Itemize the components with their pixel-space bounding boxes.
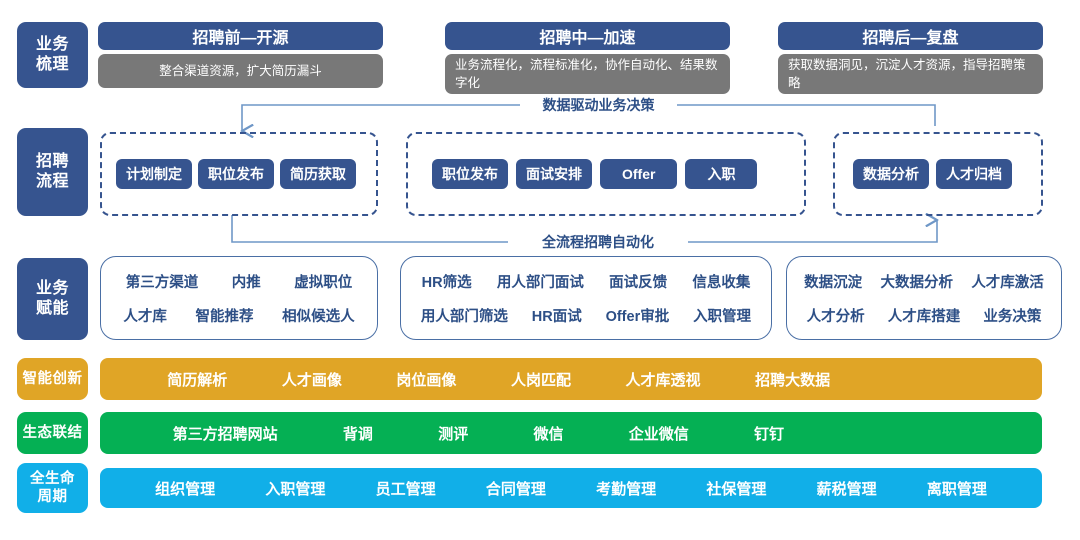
row-label-line2: 流程 <box>35 173 69 190</box>
capability-item[interactable]: 用人部门筛选 <box>420 308 508 325</box>
bar-item[interactable]: 招聘大数据 <box>755 371 831 389</box>
stage-subtitle-post: 获取数据洞见，沉淀人才资源，指导招聘策略 <box>778 54 1043 94</box>
bar-item[interactable]: 测评 <box>438 425 469 443</box>
bar-item[interactable]: 离职管理 <box>926 480 987 498</box>
bar-item[interactable]: 企业微信 <box>628 425 689 443</box>
process-chip[interactable]: 面试安排 <box>516 159 592 189</box>
row-label-line1: 智能创新 <box>22 370 83 387</box>
bar-item[interactable]: 员工管理 <box>375 480 436 498</box>
bar-item[interactable]: 微信 <box>533 425 564 443</box>
row-label-business-review: 业务 梳理 <box>17 22 88 88</box>
bar-item[interactable]: 人才库透视 <box>625 371 701 389</box>
capability-row: 数据沉淀 大数据分析 人才库激活 <box>795 264 1053 298</box>
process-chip[interactable]: Offer <box>600 159 678 189</box>
bar-item[interactable]: 简历解析 <box>167 371 228 389</box>
capability-item[interactable]: 面试反馈 <box>609 274 668 291</box>
process-chip[interactable]: 简历获取 <box>280 159 356 189</box>
capability-item[interactable]: 业务决策 <box>983 308 1042 325</box>
capability-item[interactable]: 入职管理 <box>693 308 752 325</box>
bar-item[interactable]: 钉钉 <box>754 425 785 443</box>
process-group-pre: 计划制定 职位发布 简历获取 <box>100 132 378 216</box>
stage-card-during: 招聘中—加速 业务流程化，流程标准化，协作自动化、结果数字化 <box>445 22 730 94</box>
capability-item[interactable]: 人才库 <box>123 308 167 325</box>
row-label-line2: 周期 <box>37 489 68 505</box>
process-group-during: 职位发布 面试安排 Offer 入职 <box>406 132 806 216</box>
row-label-line1: 业务 <box>35 280 69 297</box>
capability-item[interactable]: 数据沉淀 <box>804 274 863 291</box>
process-chip[interactable]: 入职 <box>685 159 758 189</box>
row-label-full-lifecycle: 全生命 周期 <box>17 463 88 513</box>
capability-item[interactable]: 相似候选人 <box>282 308 355 325</box>
capability-item[interactable]: 人才库激活 <box>971 274 1044 291</box>
connector-label-top: 数据驱动业务决策 <box>520 96 677 114</box>
capability-item[interactable]: 虚拟职位 <box>294 274 353 291</box>
bar-smart-innovation: 简历解析 人才画像 岗位画像 人岗匹配 人才库透视 招聘大数据 <box>100 358 1042 400</box>
bar-item[interactable]: 人岗匹配 <box>510 371 571 389</box>
bar-item[interactable]: 入职管理 <box>265 480 326 498</box>
capability-box-pre: 第三方渠道 内推 虚拟职位 人才库 智能推荐 相似候选人 <box>100 256 378 340</box>
bar-item[interactable]: 岗位画像 <box>396 371 457 389</box>
row-label-line1: 全生命 <box>30 470 75 487</box>
bar-full-lifecycle: 组织管理 入职管理 员工管理 合同管理 考勤管理 社保管理 薪税管理 离职管理 <box>100 468 1042 508</box>
process-group-post: 数据分析 人才归档 <box>833 132 1043 216</box>
process-chip[interactable]: 数据分析 <box>853 159 929 189</box>
row-label-smart-innovation: 智能创新 <box>17 358 88 400</box>
bar-item[interactable]: 背调 <box>342 425 373 443</box>
capability-item[interactable]: 大数据分析 <box>880 274 953 291</box>
capability-box-during: HR筛选 用人部门面试 面试反馈 信息收集 用人部门筛选 HR面试 Offer审… <box>400 256 772 340</box>
bar-item[interactable]: 合同管理 <box>485 480 546 498</box>
capability-item[interactable]: 人才库搭建 <box>887 308 961 325</box>
capability-row: 用人部门筛选 HR面试 Offer审批 入职管理 <box>409 298 763 332</box>
stage-card-pre: 招聘前—开源 整合渠道资源，扩大简历漏斗 <box>98 22 383 88</box>
capability-row: 人才分析 人才库搭建 业务决策 <box>795 298 1053 332</box>
bar-item[interactable]: 社保管理 <box>706 480 767 498</box>
capability-item[interactable]: 智能推荐 <box>195 308 254 325</box>
row-label-line2: 梳理 <box>35 56 69 73</box>
bar-item[interactable]: 组织管理 <box>155 480 216 498</box>
row-label-eco-connect: 生态联结 <box>17 412 88 454</box>
capability-row: 第三方渠道 内推 虚拟职位 <box>109 264 369 298</box>
row-label-line2: 赋能 <box>35 300 69 317</box>
process-chip[interactable]: 职位发布 <box>198 159 274 189</box>
connector-label-bottom: 全流程招聘自动化 <box>508 233 688 251</box>
bar-item[interactable]: 薪税管理 <box>816 480 877 498</box>
process-chip[interactable]: 人才归档 <box>936 159 1012 189</box>
capability-item[interactable]: 用人部门面试 <box>496 274 584 291</box>
capability-item[interactable]: Offer审批 <box>605 308 670 325</box>
capability-item[interactable]: 信息收集 <box>692 274 751 291</box>
capability-item[interactable]: 人才分析 <box>806 308 865 325</box>
row-label-recruit-process: 招聘 流程 <box>17 128 88 216</box>
capability-row: HR筛选 用人部门面试 面试反馈 信息收集 <box>409 264 763 298</box>
stage-card-post: 招聘后—复盘 获取数据洞见，沉淀人才资源，指导招聘策略 <box>778 22 1043 94</box>
row-label-line1: 招聘 <box>35 153 69 170</box>
bar-item[interactable]: 考勤管理 <box>596 480 657 498</box>
process-chip[interactable]: 职位发布 <box>432 159 508 189</box>
row-label-business-enable: 业务 赋能 <box>17 258 88 340</box>
capability-box-post: 数据沉淀 大数据分析 人才库激活 人才分析 人才库搭建 业务决策 <box>786 256 1062 340</box>
stage-subtitle-pre: 整合渠道资源，扩大简历漏斗 <box>98 54 383 88</box>
stage-subtitle-during: 业务流程化，流程标准化，协作自动化、结果数字化 <box>445 54 730 94</box>
process-chip[interactable]: 计划制定 <box>116 159 192 189</box>
capability-item[interactable]: 内推 <box>231 274 261 291</box>
row-label-line1: 业务 <box>35 36 69 53</box>
capability-row: 人才库 智能推荐 相似候选人 <box>109 298 369 332</box>
capability-item[interactable]: HR筛选 <box>421 274 472 291</box>
capability-item[interactable]: 第三方渠道 <box>125 274 199 291</box>
bar-item[interactable]: 第三方招聘网站 <box>172 425 278 443</box>
stage-title-pre: 招聘前—开源 <box>98 22 383 50</box>
stage-title-during: 招聘中—加速 <box>445 22 730 50</box>
stage-title-post: 招聘后—复盘 <box>778 22 1043 50</box>
bar-item[interactable]: 人才画像 <box>281 371 342 389</box>
capability-item[interactable]: HR面试 <box>531 308 582 325</box>
bar-eco-connect: 第三方招聘网站 背调 测评 微信 企业微信 钉钉 <box>100 412 1042 454</box>
row-label-line1: 生态联结 <box>22 424 83 441</box>
